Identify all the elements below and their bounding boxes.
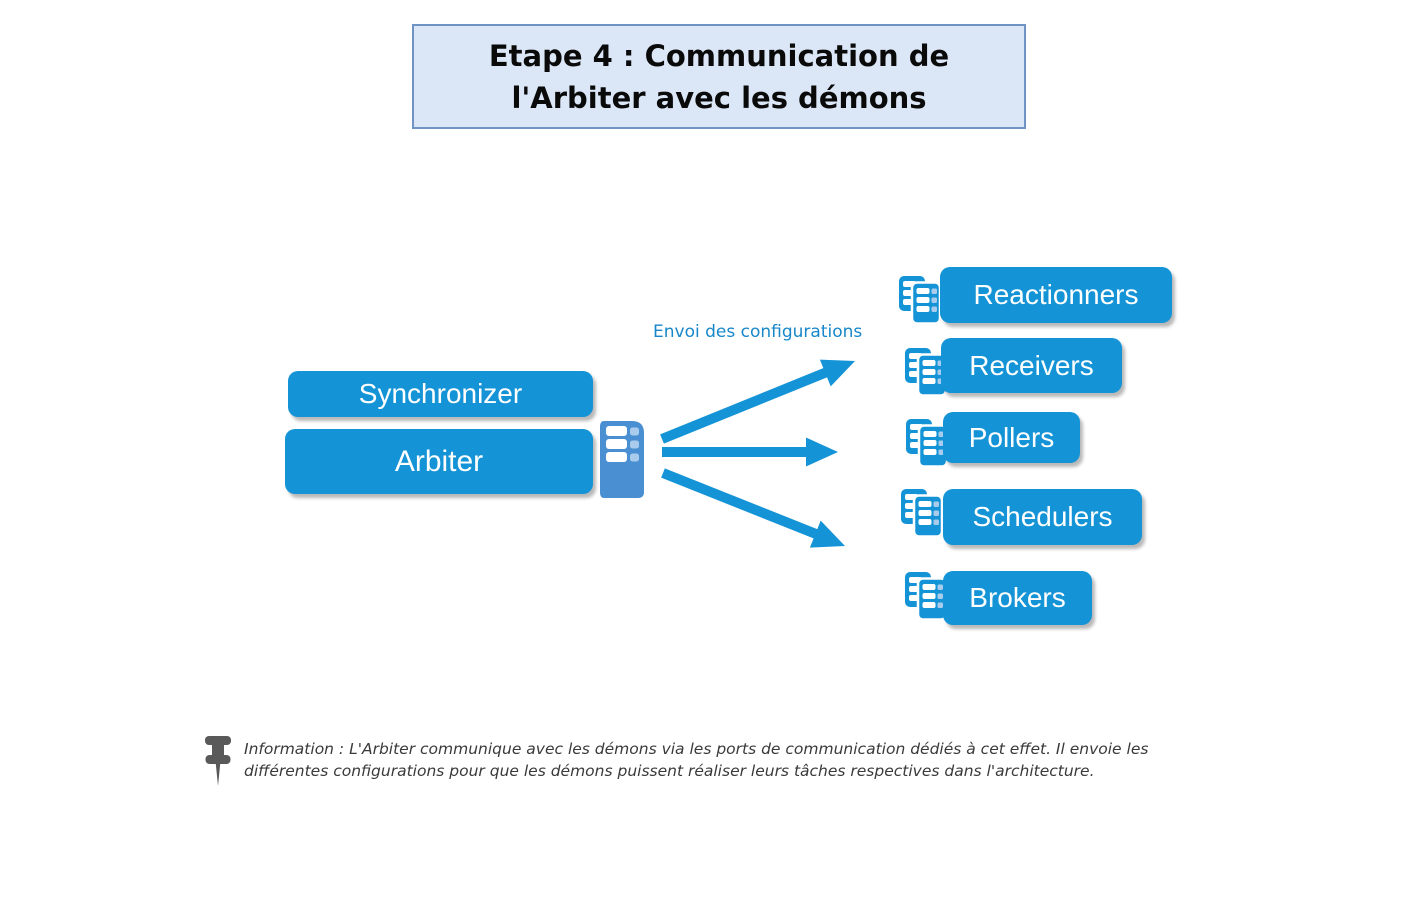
server-tower-icon xyxy=(600,421,644,498)
node-arbiter: Arbiter xyxy=(285,429,593,494)
node-receivers: Receivers xyxy=(941,338,1122,393)
node-pollers: Pollers xyxy=(943,412,1080,463)
config-documents-icon xyxy=(906,419,949,468)
info-note-line2: différentes configurations pour que les … xyxy=(244,761,1095,780)
node-brokers: Brokers xyxy=(943,571,1092,625)
pushpin-icon xyxy=(205,736,231,786)
config-documents-icon xyxy=(899,276,942,325)
node-receivers-label: Receivers xyxy=(969,349,1094,381)
node-brokers-label: Brokers xyxy=(969,582,1066,613)
config-documents-icon xyxy=(905,572,948,621)
info-note: Information : L'Arbiter communique avec … xyxy=(244,739,1148,782)
diagram-title-line2: l'Arbiter avec les démons xyxy=(511,80,927,115)
config-documents-icon xyxy=(901,489,944,538)
node-schedulers: Schedulers xyxy=(943,489,1142,545)
node-reactionners: Reactionners xyxy=(940,267,1172,323)
diagram-title-line1: Etape 4 : Communication de xyxy=(488,38,950,73)
diagram-title: Etape 4 : Communication de l'Arbiter ave… xyxy=(412,24,1026,129)
node-schedulers-label: Schedulers xyxy=(972,501,1113,532)
config-documents-icon xyxy=(905,348,948,397)
node-arbiter-label: Arbiter xyxy=(394,444,484,478)
node-reactionners-label: Reactionners xyxy=(973,279,1139,310)
flow-label: Envoi des configurations xyxy=(653,322,863,342)
node-synchronizer: Synchronizer xyxy=(288,371,593,417)
node-pollers-label: Pollers xyxy=(968,421,1055,453)
node-synchronizer-label: Synchronizer xyxy=(358,378,523,409)
info-note-line1: Information : L'Arbiter communique avec … xyxy=(244,740,1149,758)
